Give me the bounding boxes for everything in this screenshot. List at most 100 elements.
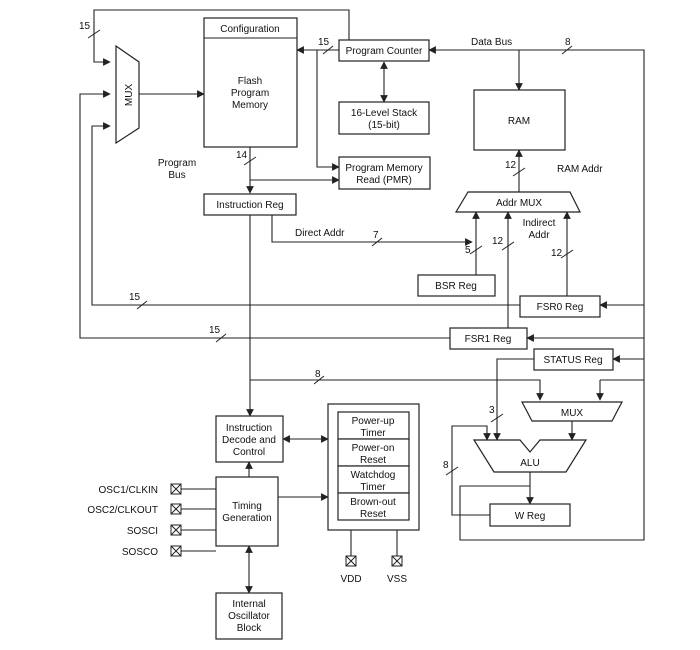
fsr0-register bbox=[519, 295, 601, 318]
width-status-alu: 3 bbox=[489, 405, 495, 416]
data-bus-label: Data Bus bbox=[471, 37, 512, 48]
w-register bbox=[489, 503, 571, 527]
bus-width-ticks: 15 15 8 14 12 7 5 12 12 15 15 8 3 8 bbox=[79, 21, 574, 476]
data-bus-line bbox=[428, 46, 645, 520]
stack-label-1: 16-Level Stack bbox=[351, 108, 418, 119]
width-inner-bus: 8 bbox=[315, 369, 321, 380]
width-bsr: 5 bbox=[465, 245, 471, 256]
configuration-label: Configuration bbox=[220, 24, 279, 35]
w-reg-label: W Reg bbox=[515, 511, 546, 522]
flash-label-2: Program bbox=[231, 88, 269, 99]
alu-mux bbox=[521, 401, 623, 422]
instruction-reg-label: Instruction Reg bbox=[216, 200, 283, 211]
decode-label-1: Instruction bbox=[226, 423, 272, 434]
ram bbox=[473, 89, 566, 151]
program-counter bbox=[338, 39, 430, 62]
inner-bus bbox=[250, 379, 544, 401]
decode-label-2: Decode and bbox=[222, 435, 276, 446]
power-on-label-2: Reset bbox=[360, 455, 386, 466]
fsr1-loop-to-mux bbox=[79, 90, 450, 339]
direct-addr-label: Direct Addr bbox=[295, 228, 345, 239]
vss-label: VSS bbox=[387, 574, 407, 585]
direct-addr-line bbox=[271, 215, 473, 246]
sosci-label: SOSCI bbox=[127, 526, 158, 537]
vss-pin bbox=[391, 555, 403, 567]
pmr-label-2: Read (PMR) bbox=[356, 175, 412, 186]
watchdog-label-1: Watchdog bbox=[351, 470, 396, 481]
stack-label-2: (15-bit) bbox=[368, 120, 400, 131]
width-program-bus: 14 bbox=[236, 150, 248, 161]
instruction-register bbox=[203, 193, 297, 216]
program-bus-label-1: Program bbox=[158, 158, 196, 169]
addr-mux-label: Addr MUX bbox=[496, 198, 542, 209]
power-on-reset bbox=[337, 438, 410, 467]
alu bbox=[472, 439, 588, 473]
program-memory-read bbox=[338, 156, 431, 190]
brown-out-label-1: Brown-out bbox=[350, 497, 396, 508]
width-fsr1-loop: 15 bbox=[209, 325, 221, 336]
osc2-pin bbox=[170, 503, 182, 515]
width-fsr0-addr: 12 bbox=[551, 248, 563, 259]
wreg-loop bbox=[451, 425, 491, 516]
power-up-label-2: Timer bbox=[360, 428, 386, 439]
fsr1-register bbox=[449, 327, 528, 350]
width-mux-top: 15 bbox=[79, 21, 91, 32]
brown-out-label-2: Reset bbox=[360, 509, 386, 520]
hardware-stack bbox=[338, 101, 430, 135]
width-w-loop: 8 bbox=[443, 460, 449, 471]
width-direct-addr: 7 bbox=[373, 230, 379, 241]
timing-label-2: Generation bbox=[222, 513, 271, 524]
pc-to-pmr bbox=[316, 50, 340, 171]
alu-label: ALU bbox=[520, 458, 539, 469]
flash-label-3: Memory bbox=[232, 100, 268, 111]
osc-label-2: Oscillator bbox=[228, 611, 270, 622]
width-data-bus: 8 bbox=[565, 37, 571, 48]
width-fsr1-addr: 12 bbox=[492, 236, 504, 247]
left-mux bbox=[115, 44, 140, 145]
pins: OSC1/CLKIN OSC2/CLKOUT SOSCI SOSCO VDD V… bbox=[87, 483, 407, 585]
decode-label-3: Control bbox=[233, 447, 265, 458]
program-counter-label: Program Counter bbox=[346, 46, 423, 57]
alu-mux-label: MUX bbox=[561, 408, 584, 419]
osc2-label: OSC2/CLKOUT bbox=[87, 505, 158, 516]
timing-generation bbox=[215, 476, 279, 547]
pc-to-mux-loop bbox=[93, 9, 350, 66]
sosco-label: SOSCO bbox=[122, 547, 158, 558]
width-fsr0-loop: 15 bbox=[129, 292, 141, 303]
width-pc-in: 15 bbox=[318, 37, 330, 48]
brown-out-reset bbox=[337, 492, 410, 521]
instruction-decode bbox=[215, 415, 284, 463]
timing-label-1: Timing bbox=[232, 501, 262, 512]
ram-addr-label: RAM Addr bbox=[557, 164, 603, 175]
osc1-label: OSC1/CLKIN bbox=[99, 485, 158, 496]
vdd-label: VDD bbox=[340, 574, 361, 585]
pmr-label-1: Program Memory bbox=[345, 163, 422, 174]
status-to-alu bbox=[493, 358, 534, 441]
osc1-pin bbox=[170, 483, 182, 495]
internal-oscillator bbox=[215, 592, 283, 640]
fsr0-loop-to-mux bbox=[91, 122, 520, 306]
address-mux bbox=[454, 191, 581, 213]
watchdog-timer bbox=[337, 465, 410, 494]
bsr-register bbox=[417, 274, 496, 297]
width-ram-addr: 12 bbox=[505, 160, 517, 171]
vdd-pin bbox=[345, 555, 357, 567]
left-mux-label: MUX bbox=[124, 84, 135, 107]
osc-label-1: Internal bbox=[232, 599, 265, 610]
power-up-label-1: Power-up bbox=[352, 416, 395, 427]
indirect-addr-label-2: Addr bbox=[528, 230, 550, 241]
sosco-pin bbox=[170, 545, 182, 557]
flash-label-1: Flash bbox=[238, 76, 262, 87]
status-register bbox=[533, 348, 614, 371]
indirect-addr-label-1: Indirect bbox=[523, 218, 556, 229]
alu-out-to-bus bbox=[459, 485, 645, 541]
sosci-pin bbox=[170, 524, 182, 536]
ram-label: RAM bbox=[508, 116, 530, 127]
fsr0-reg-label: FSR0 Reg bbox=[537, 302, 584, 313]
power-on-label-1: Power-on bbox=[352, 443, 395, 454]
bsr-reg-label: BSR Reg bbox=[435, 281, 477, 292]
program-bus-label-2: Bus bbox=[168, 170, 185, 181]
watchdog-label-2: Timer bbox=[360, 482, 386, 493]
osc-label-3: Block bbox=[237, 623, 262, 634]
